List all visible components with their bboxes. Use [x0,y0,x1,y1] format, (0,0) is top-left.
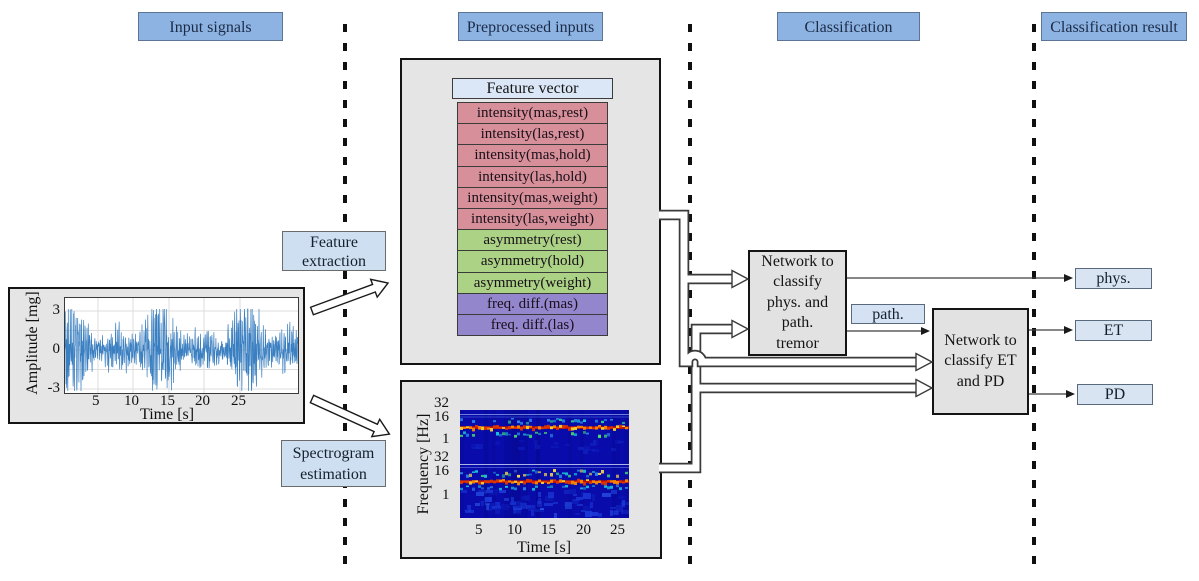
signal-xtick-25: 25 [231,393,246,409]
signal-xtick-10: 10 [124,393,139,409]
spec-xtick-15: 15 [541,522,556,538]
path-label-box: path. [851,304,925,324]
arrowhead-fv-to-network1 [731,269,750,289]
feature-row: intensity(mas,weight) [457,186,608,209]
signal-waveform [65,298,298,393]
dashed-separator-3 [1032,24,1036,575]
feature-vector-title: Feature vector [452,78,613,99]
feature-row: intensity(las,rest) [457,123,608,146]
feature-row: asymmetry(rest) [457,229,608,252]
arrowhead-path [921,327,930,335]
spec-xtick-25: 25 [610,522,625,538]
signal-plot [64,297,299,394]
spectrogram-plot [460,410,629,518]
result-et-box: ET [1075,320,1152,341]
signal-xtick-15: 15 [160,393,175,409]
signal-ytick-0: 0 [52,341,61,357]
header-preprocessed-inputs: Preprocessed inputs [458,12,603,41]
header-classification-result: Classification result [1041,12,1187,41]
arrowhead-spec-to-network1 [731,319,750,339]
network1-box: Network to classify phys. and path. trem… [748,250,847,356]
arrow-signal-to-features [309,278,390,316]
spec-ytick-1a: 1 [442,431,450,447]
spec-ytick-32b: 32 [434,449,449,465]
feature-row: asymmetry(weight) [457,271,608,294]
signal-panel: Amplitude [mg] 3 0 -3 5 10 15 20 25 Time… [8,287,305,424]
feature-vector-panel: Feature vector intensity(mas,rest) inten… [400,58,661,365]
spec-ytick-16b: 16 [434,463,449,479]
arrowhead-spec-to-network2 [915,378,934,398]
dashed-separator-1 [343,24,347,575]
spectrogram-estimation-box: Spectrogram estimation [281,440,386,487]
signal-xtick-20: 20 [195,393,210,409]
feature-row: intensity(mas,hold) [457,144,608,167]
feature-row: freq. diff.(mas) [457,292,608,315]
feature-extraction-box: Feature extraction [282,231,386,271]
header-input-signals: Input signals [138,12,283,41]
feature-row: asymmetry(hold) [457,250,608,273]
feature-row: intensity(las,weight) [457,207,608,231]
spectrogram-image [460,410,629,518]
arrowhead-fv-to-network2 [915,352,934,372]
signal-ytick-3: 3 [52,302,61,318]
header-classification: Classification [777,12,920,41]
spec-ytick-1b: 1 [442,487,450,503]
signal-xaxis-label: Time [s] [140,406,195,423]
spec-xtick-10: 10 [507,522,522,538]
feature-vector-rows: intensity(mas,rest) intensity(las,rest) … [457,102,608,337]
network2-box: Network to classify ET and PD [932,308,1029,415]
signal-xtick-5: 5 [92,393,100,409]
feature-row: freq. diff.(las) [457,313,608,337]
spec-xaxis-label: Time [s] [517,539,572,556]
frequency-axis-label: Frequency [Hz] [415,413,432,515]
feature-row: intensity(mas,rest) [457,102,608,125]
spec-xtick-20: 20 [576,522,591,538]
spec-ytick-32a: 32 [434,395,449,411]
signal-ytick-neg3: -3 [47,380,61,396]
result-phys-box: phys. [1075,268,1152,289]
arrowhead-phys [1064,274,1073,282]
arrow-signal-to-spectrogram [309,394,391,438]
dashed-separator-2 [688,24,692,575]
spec-xtick-5: 5 [475,522,483,538]
spectrogram-panel: Frequency [Hz] 32 16 1 32 16 1 5 10 15 2… [400,380,662,559]
spec-ytick-16a: 16 [434,409,449,425]
arrowhead-et [1064,326,1073,334]
feature-row: intensity(las,hold) [457,165,608,188]
amplitude-axis-label: Amplitude [mg] [24,291,41,395]
arrowhead-pd [1066,390,1075,398]
result-pd-box: PD [1077,384,1153,405]
